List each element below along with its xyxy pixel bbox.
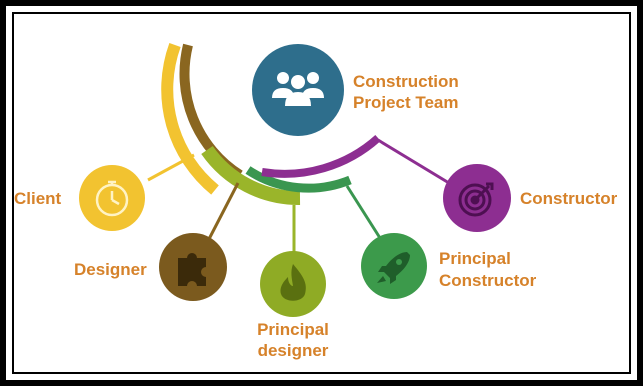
flame-icon xyxy=(280,264,306,301)
arc-green xyxy=(245,166,352,193)
team-icon xyxy=(272,72,324,106)
client-label: Client xyxy=(14,189,62,208)
arc-olive xyxy=(201,145,301,206)
puzzle-icon xyxy=(178,253,206,286)
principal-designer-node xyxy=(260,251,326,317)
arc-purple xyxy=(261,135,381,178)
principal-constructor-node xyxy=(361,233,427,299)
connector-principal-constructor xyxy=(345,185,382,239)
designer-label: Designer xyxy=(74,260,147,279)
center-title-line1: Construction xyxy=(353,72,459,91)
stopwatch-icon xyxy=(95,180,129,217)
client-node xyxy=(79,165,145,231)
constructor-node xyxy=(443,164,511,232)
connector-designer xyxy=(206,182,240,242)
principal-designer-line1: Principal xyxy=(257,320,329,339)
image-frame-inner-border xyxy=(12,12,631,374)
designer-node xyxy=(159,233,227,301)
constructor-label: Constructor xyxy=(520,189,618,208)
principal-constructor-line1: Principal xyxy=(439,249,511,268)
rocket-icon xyxy=(377,252,410,284)
target-icon xyxy=(458,182,494,217)
center-title-line2: Project Team xyxy=(353,93,459,112)
connector-constructor xyxy=(377,138,450,185)
connector-client xyxy=(147,153,195,182)
principal-constructor-line2: Constructor xyxy=(439,271,537,290)
center-node xyxy=(252,44,344,136)
principal-designer-line2: designer xyxy=(258,341,329,360)
arc-yellow xyxy=(161,42,219,195)
